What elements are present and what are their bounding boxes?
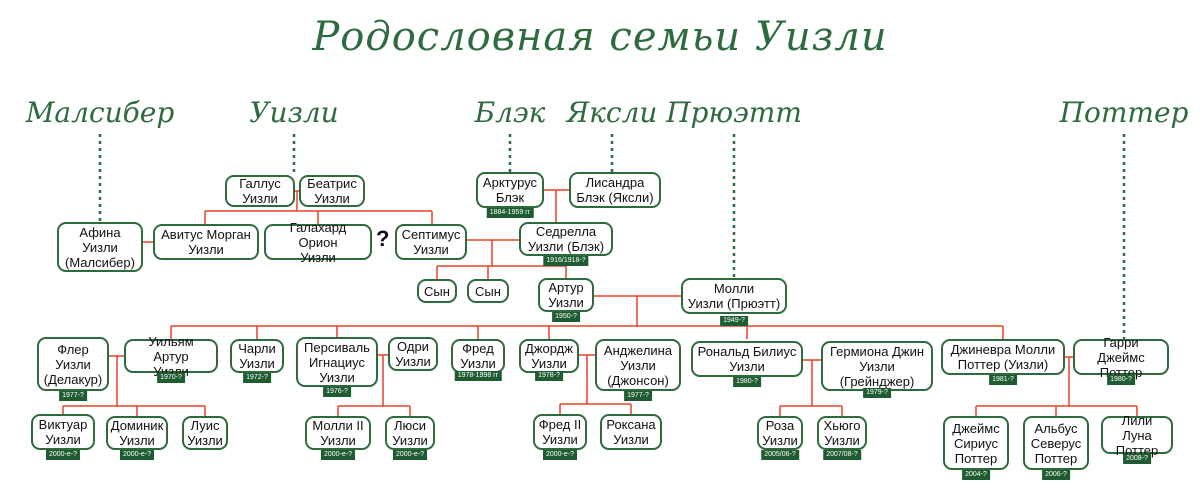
person-garri: Гарри Джеймс Поттер bbox=[1073, 335, 1169, 380]
person-jinevra: Джиневра Молли Поттер (Уизли) bbox=[941, 339, 1065, 375]
person-william: Уильям Артур Уизли bbox=[124, 334, 218, 379]
date-badge-germiona: 1979-? bbox=[863, 388, 891, 398]
family-name-yaksli: Яксли bbox=[566, 96, 658, 129]
date-badge-artur: 1950-? bbox=[552, 312, 580, 322]
person-molli-2: Молли II Уизли bbox=[305, 416, 371, 450]
person-persival: Персиваль Игнациус Уизли bbox=[296, 337, 378, 387]
date-badge-albus: 2006-? bbox=[1042, 470, 1070, 480]
family-name-potter: Поттер bbox=[1059, 96, 1189, 129]
date-badge-hugo: 2007/08-? bbox=[823, 450, 861, 460]
person-molli: Молли Уизли (Прюэтт) bbox=[681, 278, 787, 314]
person-viktuar: Виктуар Уизли bbox=[31, 414, 95, 450]
date-badge-dominik: 2000-е-? bbox=[119, 450, 155, 460]
person-fred-2: Фред II Уизли bbox=[533, 414, 587, 450]
person-gallus: Галлус Уизли bbox=[225, 175, 295, 207]
person-odri: Одри Уизли bbox=[388, 337, 438, 371]
person-lusi: Люси Уизли bbox=[385, 416, 435, 450]
person-roza: Роза Уизли bbox=[757, 416, 803, 450]
person-lili: Лили Луна Поттер bbox=[1101, 413, 1173, 458]
person-lisandra: Лисандра Блэк (Яксли) bbox=[569, 172, 661, 208]
person-ron: Рональд Билиус Уизли bbox=[691, 341, 803, 377]
person-charli: Чарли Уизли bbox=[230, 339, 284, 373]
person-fler: Флер Уизли (Делакур) bbox=[37, 337, 109, 391]
date-badge-lili: 2008-? bbox=[1123, 454, 1151, 464]
family-name-weasley: Уизли bbox=[249, 96, 339, 129]
date-badge-molli: 1949-? bbox=[720, 316, 748, 326]
family-name-black: Блэк bbox=[474, 96, 546, 129]
date-badge-fler: 1977-? bbox=[59, 391, 87, 401]
person-son-1: Сын bbox=[417, 279, 457, 303]
person-arkturus: Арктурус Блэк bbox=[476, 172, 544, 208]
family-name-malsiber: Малсибер bbox=[25, 96, 175, 129]
date-badge-fred-2: 2000-е-? bbox=[542, 450, 578, 460]
date-badge-sedrella: 1916/1918-? bbox=[543, 256, 589, 266]
person-galahard: Галахард Орион Уизли bbox=[264, 220, 372, 265]
person-angelina: Анджелина Уизли (Джонсон) bbox=[595, 339, 681, 391]
date-badge-james: 2004-? bbox=[962, 470, 990, 480]
date-badge-fred: 1978-1998 гг bbox=[454, 371, 502, 381]
date-badge-ron: 1980-? bbox=[733, 377, 761, 387]
date-badge-persival: 1976-? bbox=[323, 387, 351, 397]
date-badge-angelina: 1977-? bbox=[624, 391, 652, 401]
person-son-2: Сын bbox=[467, 279, 509, 303]
person-avitus: Авитус Морган Уизли bbox=[153, 224, 259, 260]
person-fred: Фред Уизли bbox=[451, 339, 505, 373]
unknown-spouse-question-mark: ? bbox=[376, 226, 390, 251]
date-badge-lusi: 2000-е-? bbox=[392, 450, 428, 460]
person-hugo: Хьюго Уизли bbox=[817, 416, 867, 450]
person-septimus: Септимус Уизли bbox=[395, 224, 467, 260]
person-roksana: Роксана Уизли bbox=[600, 414, 662, 450]
person-artur: Артур Уизли bbox=[538, 278, 594, 312]
person-luis: Луис Уизли bbox=[182, 416, 228, 450]
date-badge-viktuar: 2000-е-? bbox=[45, 450, 81, 460]
date-badge-roza: 2005/06-? bbox=[761, 450, 799, 460]
date-badge-jinevra: 1981-? bbox=[989, 375, 1017, 385]
family-name-pruett: Прюэтт bbox=[666, 96, 802, 129]
person-sedrella: Седрелла Уизли (Блэк) bbox=[519, 222, 613, 256]
person-george: Джордж Уизли bbox=[519, 339, 579, 373]
date-badge-garri: 1980-? bbox=[1107, 375, 1135, 385]
date-badge-molli-2: 2000-е-? bbox=[320, 450, 356, 460]
date-badge-william: 1970-? bbox=[157, 373, 185, 383]
person-albus: Альбус Северус Поттер bbox=[1023, 416, 1089, 470]
person-germiona: Гермиона Джин Уизли (Грейнджер) bbox=[821, 341, 933, 391]
date-badge-george: 1978-? bbox=[535, 371, 563, 381]
person-james: Джеймс Сириус Поттер bbox=[943, 416, 1009, 470]
person-beatris: Беатрис Уизли bbox=[299, 175, 365, 207]
date-badge-arkturus: 1884-1959 гг bbox=[486, 208, 534, 218]
person-afina: Афина Уизли (Малсибер) bbox=[57, 222, 143, 272]
person-dominik: Доминик Уизли bbox=[106, 416, 168, 450]
date-badge-charli: 1972-? bbox=[243, 373, 271, 383]
page-title: Родословная семьи Уизли bbox=[312, 14, 888, 60]
